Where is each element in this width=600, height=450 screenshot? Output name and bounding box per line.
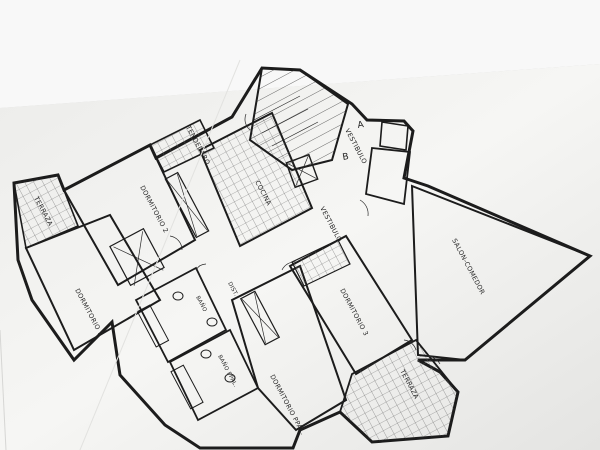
elevator xyxy=(285,153,319,189)
door-swing xyxy=(195,263,207,271)
door-swing xyxy=(403,339,417,351)
wardrobe-main xyxy=(239,290,281,346)
main-toilet xyxy=(200,349,212,359)
door-swing xyxy=(281,261,297,271)
label-letter-a: A xyxy=(357,120,366,131)
living-dining xyxy=(410,184,592,362)
bathtub xyxy=(136,304,170,348)
door-swing xyxy=(425,355,441,365)
door-swing xyxy=(244,113,251,131)
main-sink xyxy=(224,373,236,383)
wardrobe-2 xyxy=(109,227,165,287)
main-bathtub xyxy=(170,364,204,410)
shaft xyxy=(379,121,409,151)
bathroom xyxy=(134,266,228,364)
terrace-left xyxy=(13,174,80,250)
paper-top xyxy=(0,0,600,108)
paper-crease xyxy=(79,59,241,450)
door-swing xyxy=(169,235,183,251)
terrace-right xyxy=(338,338,459,443)
paper-sheet xyxy=(0,64,600,450)
entry-closet xyxy=(365,147,411,206)
bedroom-1 xyxy=(24,213,162,352)
toilet xyxy=(172,291,184,301)
outer-wall xyxy=(12,66,593,450)
kitchen-counter xyxy=(164,171,210,239)
bedroom-2 xyxy=(62,143,197,287)
wardrobe-3 xyxy=(291,239,351,287)
label-letter-b: B xyxy=(342,152,350,163)
paper-edge xyxy=(0,329,7,450)
sink xyxy=(206,317,218,327)
main-bedroom xyxy=(230,264,348,432)
door-swing xyxy=(359,199,369,217)
